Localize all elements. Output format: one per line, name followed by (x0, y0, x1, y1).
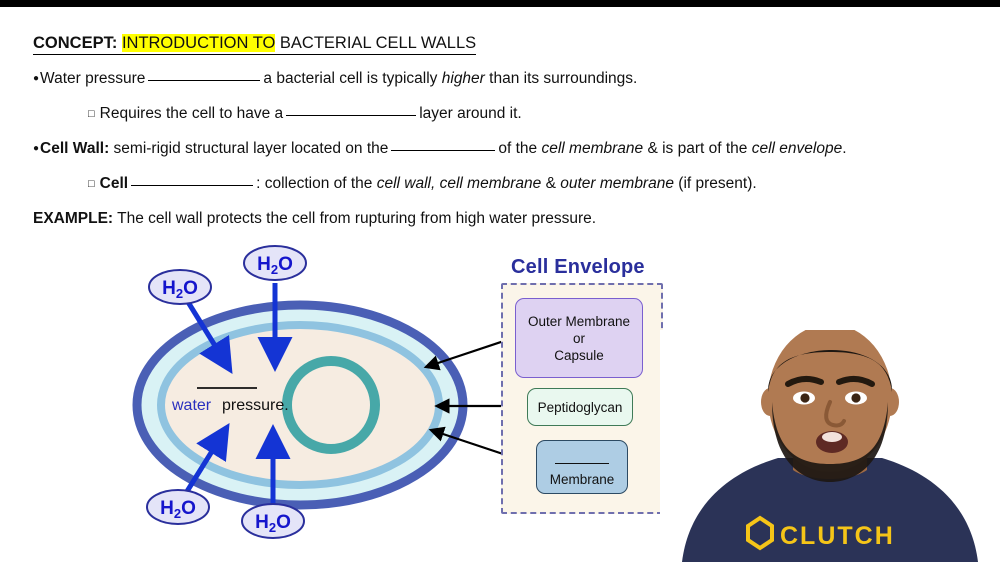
example-text: The cell wall protects the cell from rup… (117, 210, 597, 227)
water-molecule-labels: H2O H2O H2O H2O (146, 245, 307, 539)
outer-membrane-line-1: Outer Membrane (527, 313, 631, 329)
bullet-1-blank (148, 80, 261, 81)
bullet-2-blank (286, 115, 417, 116)
bullet-marker-dot (33, 140, 40, 157)
concept-label: CONCEPT: (33, 34, 118, 52)
bullet-4-tail: (if present). (678, 175, 757, 192)
bullet-marker-square (88, 105, 100, 122)
instructor-teeth (822, 432, 842, 442)
bullet-cell-envelope-definition: Cell : collection of the cell wall, cell … (88, 174, 757, 194)
example-line: EXAMPLE: The cell wall protects the cell… (33, 209, 596, 229)
h2o-label-bottom-center: H2O (241, 503, 305, 539)
cell-envelope-title: Cell Envelope (511, 256, 645, 278)
outer-membrane-line-3: Capsule (554, 347, 604, 363)
instructor-beard (772, 402, 888, 482)
concept-heading: CONCEPT: INTRODUCTION TO BACTERIAL CELL … (33, 33, 477, 55)
bullet-4-post: : collection of the (256, 175, 373, 192)
clutch-wordmark: CLUTCH (780, 522, 895, 550)
svg-text:H2O: H2O (160, 498, 196, 521)
bullet-2-post: layer around it. (419, 105, 522, 122)
interior-note-black-word: pressure. (222, 397, 289, 414)
instructor-pupil-right (851, 393, 861, 403)
bullet-2-pre: Requires the cell to have a (99, 105, 284, 122)
bullet-4-italic-outer-membrane: outer membrane (560, 175, 674, 192)
bullet-water-pressure: Water pressure a bacterial cell is typica… (33, 69, 637, 89)
concept-highlighted-text: INTRODUCTION TO (121, 34, 276, 52)
bullet-4-mid: & (545, 175, 556, 192)
bullet-1-post: a bacterial cell is typically (263, 70, 438, 87)
bullet-1-italic: higher (441, 70, 485, 87)
arrow-bottom-left (183, 423, 230, 495)
arrow-top-left (185, 300, 233, 375)
svg-text:H2O: H2O (162, 278, 198, 301)
top-black-bar (0, 0, 1000, 7)
interior-water-pressure-note: water pressure. (171, 387, 289, 414)
instructor-shirt (682, 458, 978, 562)
instructor-nose (824, 400, 846, 428)
concept-rest-text: BACTERIAL CELL WALLS (279, 34, 477, 52)
h2o-label-top-center: H2O (243, 245, 307, 281)
bullet-4-italic-list: cell wall, cell membrane (376, 175, 542, 192)
instructor-video: CLUTCH (660, 330, 1000, 562)
bacterial-cell-diagram: water pressure. H2O H2O (0, 240, 700, 562)
bullet-marker-dot (33, 70, 40, 87)
nucleoid-ring (282, 356, 380, 454)
svg-text:H2O: H2O (257, 254, 293, 277)
envelope-box-membrane: Membrane (536, 440, 628, 494)
peptidoglycan-label: Peptidoglycan (537, 399, 623, 415)
bullet-marker-square (88, 175, 100, 192)
instructor-pupil-left (800, 393, 810, 403)
interior-note-blue-word: water (171, 397, 212, 414)
bullet-cell-wall: Cell Wall: semi-rigid structural layer l… (33, 139, 847, 159)
h2o-label-bottom-left: H2O (146, 489, 210, 525)
water-arrows (183, 283, 293, 512)
envelope-box-outer-membrane: Outer Membrane or Capsule (515, 298, 643, 378)
bullet-3-italic-cell-envelope: cell envelope (751, 140, 843, 157)
example-label: EXAMPLE: (33, 210, 114, 227)
membrane-label: Membrane (549, 472, 615, 487)
outer-membrane-line-2: or (572, 330, 585, 346)
instructor-eyebrow-right (836, 376, 875, 387)
envelope-box-peptidoglycan: Peptidoglycan (527, 388, 633, 426)
h2o-label-top-left: H2O (148, 269, 212, 305)
instructor-eyebrow-left (785, 376, 824, 387)
bullet-3-italic-cell-membrane: cell membrane (541, 140, 644, 157)
cell-wall-term: Cell Wall: (40, 140, 110, 157)
bullet-3-mid: & is part of the (647, 140, 748, 157)
bullet-3-blank (391, 150, 496, 151)
cell-term: Cell (99, 175, 129, 192)
bullet-3-post: of the (498, 140, 538, 157)
svg-text:H2O: H2O (255, 512, 291, 535)
membrane-blank-line (555, 462, 609, 464)
bullet-1-tail: than its surroundings. (489, 70, 638, 87)
bullet-3-pre: semi-rigid structural layer located on t… (113, 140, 389, 157)
bullet-3-tail: . (842, 140, 847, 157)
bullet-requires-layer: Requires the cell to have a layer around … (88, 104, 522, 124)
clutch-hexagon-logo (746, 515, 774, 551)
bullet-4-blank (131, 185, 254, 186)
bullet-1-pre: Water pressure (40, 70, 146, 87)
